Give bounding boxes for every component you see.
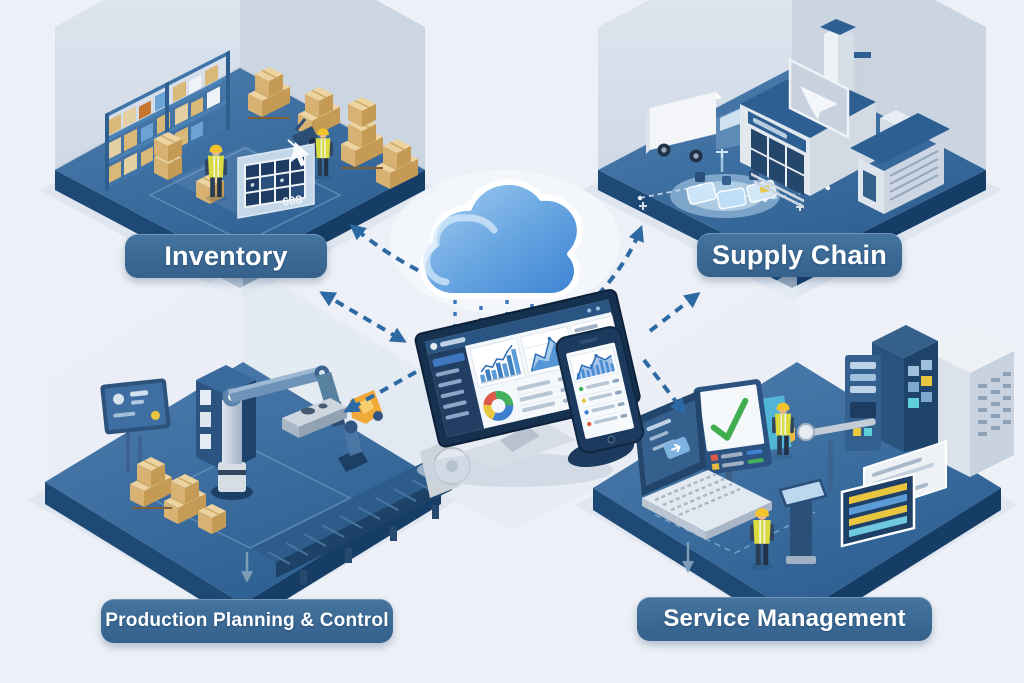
phone-chart	[569, 346, 619, 383]
route-map	[637, 146, 831, 218]
arrow-cloud-to-inventory	[349, 223, 448, 286]
inventory-sign-value: 608	[281, 192, 303, 209]
production-planning-label: Production Planning & Control	[101, 599, 393, 643]
service-machines	[781, 325, 1014, 492]
service-pedestal	[778, 478, 828, 564]
service-sign-panels	[840, 440, 947, 548]
billboard-sign	[788, 57, 850, 140]
robot-arm	[211, 365, 345, 500]
dashboard-devices	[414, 289, 645, 487]
machining-plate	[282, 398, 347, 438]
inventory-scene: 608	[54, 0, 426, 288]
service-scene	[593, 268, 1014, 638]
production-pallets	[129, 456, 227, 535]
arrow-cloud-to-supply-chain	[596, 225, 644, 297]
production-display	[100, 378, 171, 476]
inventory-label: Inventory	[125, 234, 327, 278]
production-scene	[45, 262, 471, 626]
production-planning-label-text: Production Planning & Control	[105, 610, 389, 631]
smartphone-icon	[555, 326, 645, 454]
check-icon	[710, 397, 749, 441]
arrow-phone-to-service	[642, 358, 686, 415]
arrow-monitor-to-production	[343, 370, 417, 413]
pallet-stacks	[153, 66, 419, 205]
supply-chain-label: Supply Chain	[697, 233, 902, 277]
service-management-label-text: Service Management	[663, 605, 906, 632]
service-laptop	[634, 390, 772, 540]
cloud-data-stream	[453, 292, 534, 340]
service-management-label: Service Management	[637, 597, 932, 641]
robot-clamp-arm	[338, 390, 383, 472]
warehouse-shelf	[105, 50, 230, 192]
inventory-grid-sign: 608	[237, 139, 315, 219]
conveyor-belt	[252, 438, 471, 585]
warehouse-kiosk	[850, 113, 950, 214]
inventory-label-text: Inventory	[164, 240, 288, 271]
cloud-icon	[419, 178, 583, 300]
service-check-monitor	[693, 379, 792, 494]
flow-down-arrow	[241, 552, 253, 583]
arrow-phone-to-supply-chain	[648, 292, 701, 333]
phone-list	[578, 378, 628, 427]
donut-chart	[483, 390, 514, 421]
supply-chain-label-text: Supply Chain	[712, 239, 887, 270]
bar-chart	[469, 337, 527, 389]
cursor-icon	[287, 139, 310, 167]
flow-down-arrow-2	[682, 542, 694, 573]
connector-arrows	[319, 223, 701, 415]
